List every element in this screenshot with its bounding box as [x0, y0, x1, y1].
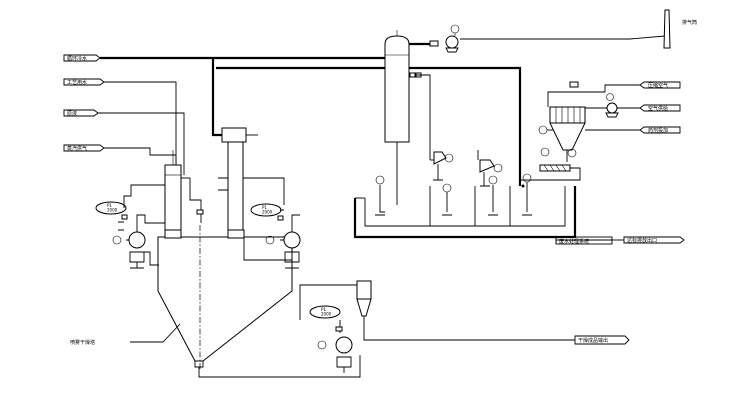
dosing-pump-2 [477, 150, 503, 187]
label-steam: 蒸汽供气 [67, 145, 87, 152]
pipe-fan-to-stack [460, 35, 666, 40]
pipe-top-main [211, 58, 222, 137]
label-compressed-air: 压缩空气 [648, 82, 668, 89]
label-exhaust: 排气筒 [682, 19, 697, 26]
exhaust-fan [429, 24, 460, 53]
label-dry-product: 干燥成品输出 [578, 337, 608, 344]
input-compressed-air: 压缩空气 [639, 81, 681, 89]
label-cooling-water: 循环冷水 [67, 55, 87, 62]
pipe-col-link [189, 178, 202, 223]
pipe-heater-to-tower [216, 66, 522, 186]
output-dry-product: 干燥成品输出 [574, 335, 630, 345]
wastewater-system: 废水处理系统 [555, 236, 624, 245]
input-industrial-water: 工艺用水 [63, 78, 177, 168]
pipe-heater-right [243, 177, 285, 205]
inline-valves [121, 184, 525, 332]
leader-dryer [130, 323, 181, 343]
preheater-column [164, 150, 190, 231]
input-additive: 药剂投加 [639, 126, 681, 134]
output-discharge: 达标排放出口 [623, 236, 685, 244]
input-steam: 蒸汽供气 [63, 144, 170, 156]
label-additive: 药剂投加 [648, 127, 668, 134]
air-blower [605, 93, 619, 118]
valve-air [569, 81, 579, 88]
spray-dryer [157, 225, 361, 378]
input-feed: 原液 [63, 109, 185, 175]
screw-conveyor [520, 147, 581, 181]
label-dryer: 喷雾干燥塔 [70, 339, 95, 346]
label-air-in: 空气供给 [648, 105, 668, 112]
treatment-basins [353, 173, 577, 239]
baghouse-filter [538, 84, 640, 162]
cyclone-separator [299, 280, 575, 341]
label-wastewater: 废水处理系统 [559, 238, 589, 245]
exhaust-stack: 排气筒 [663, 9, 697, 49]
input-air: 空气供给 [639, 104, 681, 112]
input-cooling-water: 循环冷水 [63, 54, 385, 62]
absorption-tower [384, 30, 431, 205]
label-feed: 原液 [67, 110, 77, 117]
label-discharge: 达标排放出口 [627, 237, 657, 244]
dosing-pump-1 [430, 151, 454, 181]
heater-column [218, 127, 258, 231]
label-industrial-water: 工艺用水 [67, 79, 87, 86]
